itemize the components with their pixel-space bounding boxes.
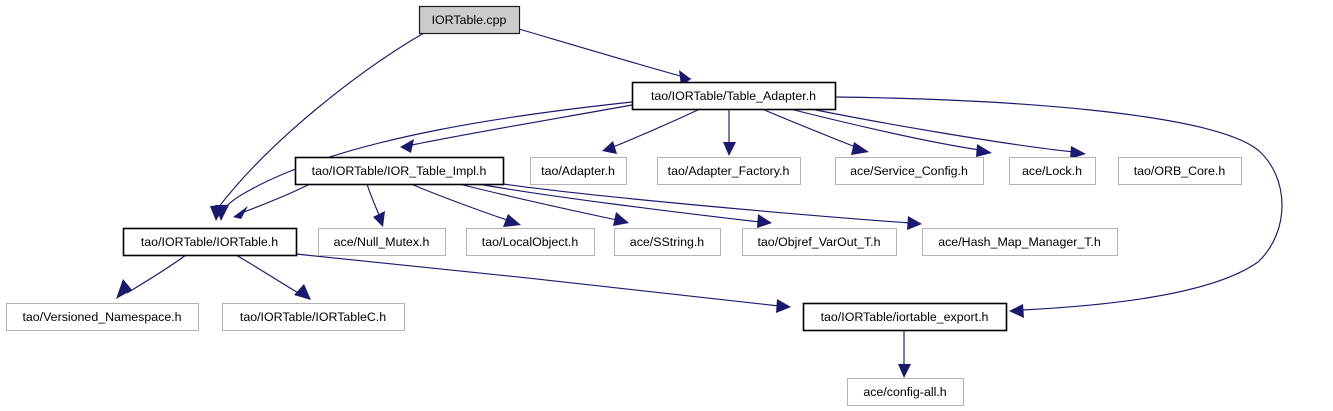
node-box[interactable]: [1009, 157, 1096, 185]
edge-table_adapter_h-to-tao_adapter_h: [612, 108, 701, 148]
edge-ior_table_impl_h-to-ace_sstring_h: [454, 182, 618, 221]
node-label: tao/ORB_Core.h: [1134, 164, 1226, 178]
node-box[interactable]: [122, 227, 298, 257]
node-box[interactable]: [631, 81, 837, 111]
edge-ior_table_impl_h-to-tao_localobject_h: [410, 183, 511, 222]
node-box[interactable]: [847, 378, 964, 406]
node-tao_adapter_fact_h[interactable]: tao/Adapter_Factory.h: [657, 157, 801, 185]
edge-table_adapter_h-to-iortable_h: [223, 101, 633, 210]
node-ace_service_config_h[interactable]: ace/Service_Config.h: [835, 157, 984, 185]
node-label: tao/IORTable/Table_Adapter.h: [651, 89, 816, 103]
edge-ior_table_impl_h-to-iortable_h: [243, 183, 311, 213]
node-label: IORTable.cpp: [432, 13, 507, 27]
node-layer: IORTable.cpp tao/IORTable/Table_Adapter.h…: [6, 5, 1242, 406]
arrowhead-icon: [116, 279, 132, 299]
edge-table_adapter_h-to-ior_table_impl_h: [411, 104, 633, 146]
node-ace_config_all_h[interactable]: ace/config-all.h: [847, 378, 964, 406]
arrowhead-icon: [1070, 146, 1086, 159]
node-box[interactable]: [657, 157, 801, 185]
node-box[interactable]: [418, 5, 521, 35]
edge-iortable_h-to-iortablec_h: [235, 254, 301, 295]
edge-iortable_h-to-iortable_export_h: [295, 253, 780, 307]
arrowhead-icon: [503, 214, 521, 227]
node-label: tao/IORTable/IORTableC.h: [240, 310, 386, 324]
node-box[interactable]: [1118, 157, 1242, 185]
node-box[interactable]: [318, 228, 446, 256]
node-box[interactable]: [922, 228, 1118, 256]
edge-iortable_h-to-tao_versioned_ns_h: [126, 254, 187, 294]
edge-iortable_cpp-to-table_adapter_h: [518, 28, 692, 80]
node-box[interactable]: [222, 303, 405, 331]
node-box[interactable]: [466, 228, 595, 256]
edge-table_adapter_h-to-iortable_export_h: [834, 96, 1283, 311]
node-iortablec_h[interactable]: tao/IORTable/IORTableC.h: [222, 303, 405, 331]
node-box[interactable]: [802, 302, 1008, 332]
node-label: ace/Lock.h: [1022, 164, 1082, 178]
arrowhead-icon: [851, 142, 869, 155]
node-ace_sstring_h[interactable]: ace/SString.h: [614, 228, 721, 256]
node-table_adapter_h[interactable]: tao/IORTable/Table_Adapter.h: [631, 81, 837, 111]
node-ace_lock_h[interactable]: ace/Lock.h: [1009, 157, 1096, 185]
arrowhead-icon: [215, 205, 229, 221]
node-ace_hash_map_h[interactable]: ace/Hash_Map_Manager_T.h: [922, 228, 1118, 256]
node-box[interactable]: [6, 303, 199, 331]
edge-layer: [116, 28, 1283, 378]
node-label: tao/LocalObject.h: [482, 235, 579, 249]
edge-table_adapter_h-to-tao_orb_core_h: [810, 108, 1075, 153]
arrowhead-icon: [1009, 304, 1024, 318]
arrowhead-icon: [613, 212, 629, 226]
node-tao_orb_core_h[interactable]: tao/ORB_Core.h: [1118, 157, 1242, 185]
arrowhead-icon: [294, 284, 311, 300]
node-tao_versioned_ns_h[interactable]: tao/Versioned_Namespace.h: [6, 303, 199, 331]
node-label: ace/SString.h: [630, 235, 704, 249]
node-ace_null_mutex_h[interactable]: ace/Null_Mutex.h: [318, 228, 446, 256]
edge-ior_table_impl_h-to-ace_hash_map_h: [502, 183, 911, 224]
node-tao_adapter_h[interactable]: tao/Adapter.h: [530, 157, 627, 185]
node-tao_objref_varout_h[interactable]: tao/Objref_VarOut_T.h: [742, 228, 897, 256]
node-tao_localobject_h[interactable]: tao/LocalObject.h: [466, 228, 595, 256]
arrowhead-icon: [907, 216, 922, 230]
arrowhead-icon: [400, 139, 414, 153]
arrowhead-icon: [898, 364, 911, 378]
node-box[interactable]: [294, 156, 505, 186]
arrowhead-icon: [776, 299, 791, 313]
edge-table_adapter_h-to-ace_lock_h: [789, 108, 981, 151]
node-box[interactable]: [742, 228, 897, 256]
node-label: tao/IORTable/IOR_Table_Impl.h: [312, 164, 487, 178]
edge-ior_table_impl_h-to-tao_objref_varout_h: [477, 183, 761, 223]
node-box[interactable]: [530, 157, 627, 185]
node-iortable_cpp[interactable]: IORTable.cpp: [418, 5, 521, 35]
node-label: tao/IORTable/iortable_export.h: [821, 310, 989, 324]
node-label: ace/config-all.h: [863, 385, 946, 399]
node-label: tao/Objref_VarOut_T.h: [757, 235, 880, 249]
node-ior_table_impl_h[interactable]: tao/IORTable/IOR_Table_Impl.h: [294, 156, 505, 186]
arrowhead-icon: [373, 211, 385, 227]
arrowhead-icon: [976, 144, 992, 157]
node-box[interactable]: [614, 228, 721, 256]
node-label: ace/Service_Config.h: [850, 164, 968, 178]
node-label: ace/Null_Mutex.h: [334, 235, 430, 249]
arrowhead-icon: [723, 142, 736, 156]
node-label: ace/Hash_Map_Manager_T.h: [938, 235, 1101, 249]
node-iortable_h[interactable]: tao/IORTable/IORTable.h: [122, 227, 298, 257]
node-iortable_export_h[interactable]: tao/IORTable/iortable_export.h: [802, 302, 1008, 332]
edge-iortable_cpp-to-iortable_h: [217, 32, 425, 209]
arrowhead-icon: [233, 206, 248, 219]
node-label: tao/Versioned_Namespace.h: [22, 310, 181, 324]
edge-table_adapter_h-to-ace_service_config_h: [761, 108, 859, 149]
node-label: tao/Adapter.h: [541, 164, 615, 178]
node-box[interactable]: [835, 157, 984, 185]
node-label: tao/Adapter_Factory.h: [668, 164, 790, 178]
node-label: tao/IORTable/IORTable.h: [141, 235, 278, 249]
arrowhead-icon: [757, 214, 772, 228]
edge-ior_table_impl_h-to-ace_null_mutex_h: [366, 183, 380, 216]
arrowhead-icon: [602, 141, 617, 154]
